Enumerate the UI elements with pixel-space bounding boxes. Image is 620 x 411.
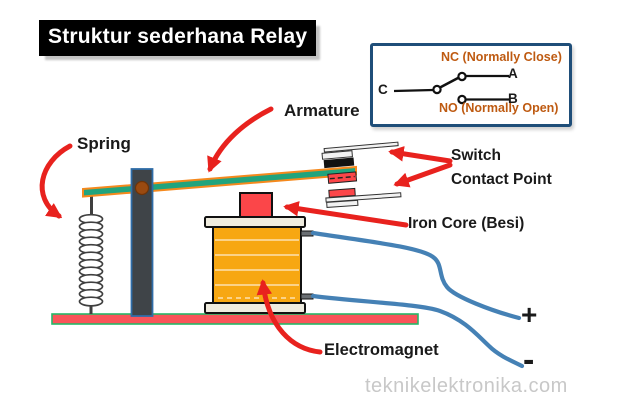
electromagnet-assembly	[204, 192, 314, 314]
armature-arrow	[207, 106, 274, 173]
no-label: NO (Normally Open)	[439, 101, 559, 115]
iron-core-block	[239, 192, 273, 219]
terminal-a-label: A	[508, 66, 518, 81]
electromagnet-coil	[212, 226, 302, 305]
switch-label-line1: Switch	[451, 147, 501, 164]
electromagnet-arrow	[256, 279, 323, 355]
switch-contact-point-label: Switch Contact Point	[451, 144, 552, 192]
coil-terminal-bottom	[300, 293, 314, 300]
page-title-text: Struktur sederhana Relay	[48, 25, 308, 48]
switch-upper-arrow	[388, 146, 453, 164]
positive-terminal-label: +	[521, 299, 538, 330]
spring-label: Spring	[77, 134, 131, 153]
armature-bar	[82, 165, 357, 198]
spring-coil	[78, 193, 104, 314]
page-title: Struktur sederhana Relay	[39, 20, 317, 56]
electromagnet-label: Electromagnet	[324, 341, 439, 359]
nc-label: NC (Normally Close)	[441, 50, 562, 64]
coil-terminal-top	[300, 230, 314, 237]
wire-positive	[310, 230, 522, 321]
pivot-pin	[134, 180, 150, 196]
terminal-b-label: B	[508, 91, 518, 106]
iron-core-arrow	[283, 201, 409, 228]
armature-label: Armature	[284, 101, 360, 120]
spring-arrow	[39, 143, 73, 219]
switch-lower-arrow	[393, 162, 453, 188]
iron-core-label: Iron Core (Besi)	[408, 215, 525, 232]
terminal-c-label: C	[378, 82, 388, 97]
pivot-post	[130, 168, 154, 317]
switch-upper-contact	[321, 141, 399, 184]
negative-terminal-label: -	[523, 341, 535, 379]
switch-label-line2: Contact Point	[451, 171, 552, 188]
base-plate	[51, 313, 419, 325]
switch-schematic-inset	[370, 43, 572, 127]
watermark: teknikelektronika.com	[365, 375, 568, 397]
switch-lower-contact	[325, 187, 402, 208]
